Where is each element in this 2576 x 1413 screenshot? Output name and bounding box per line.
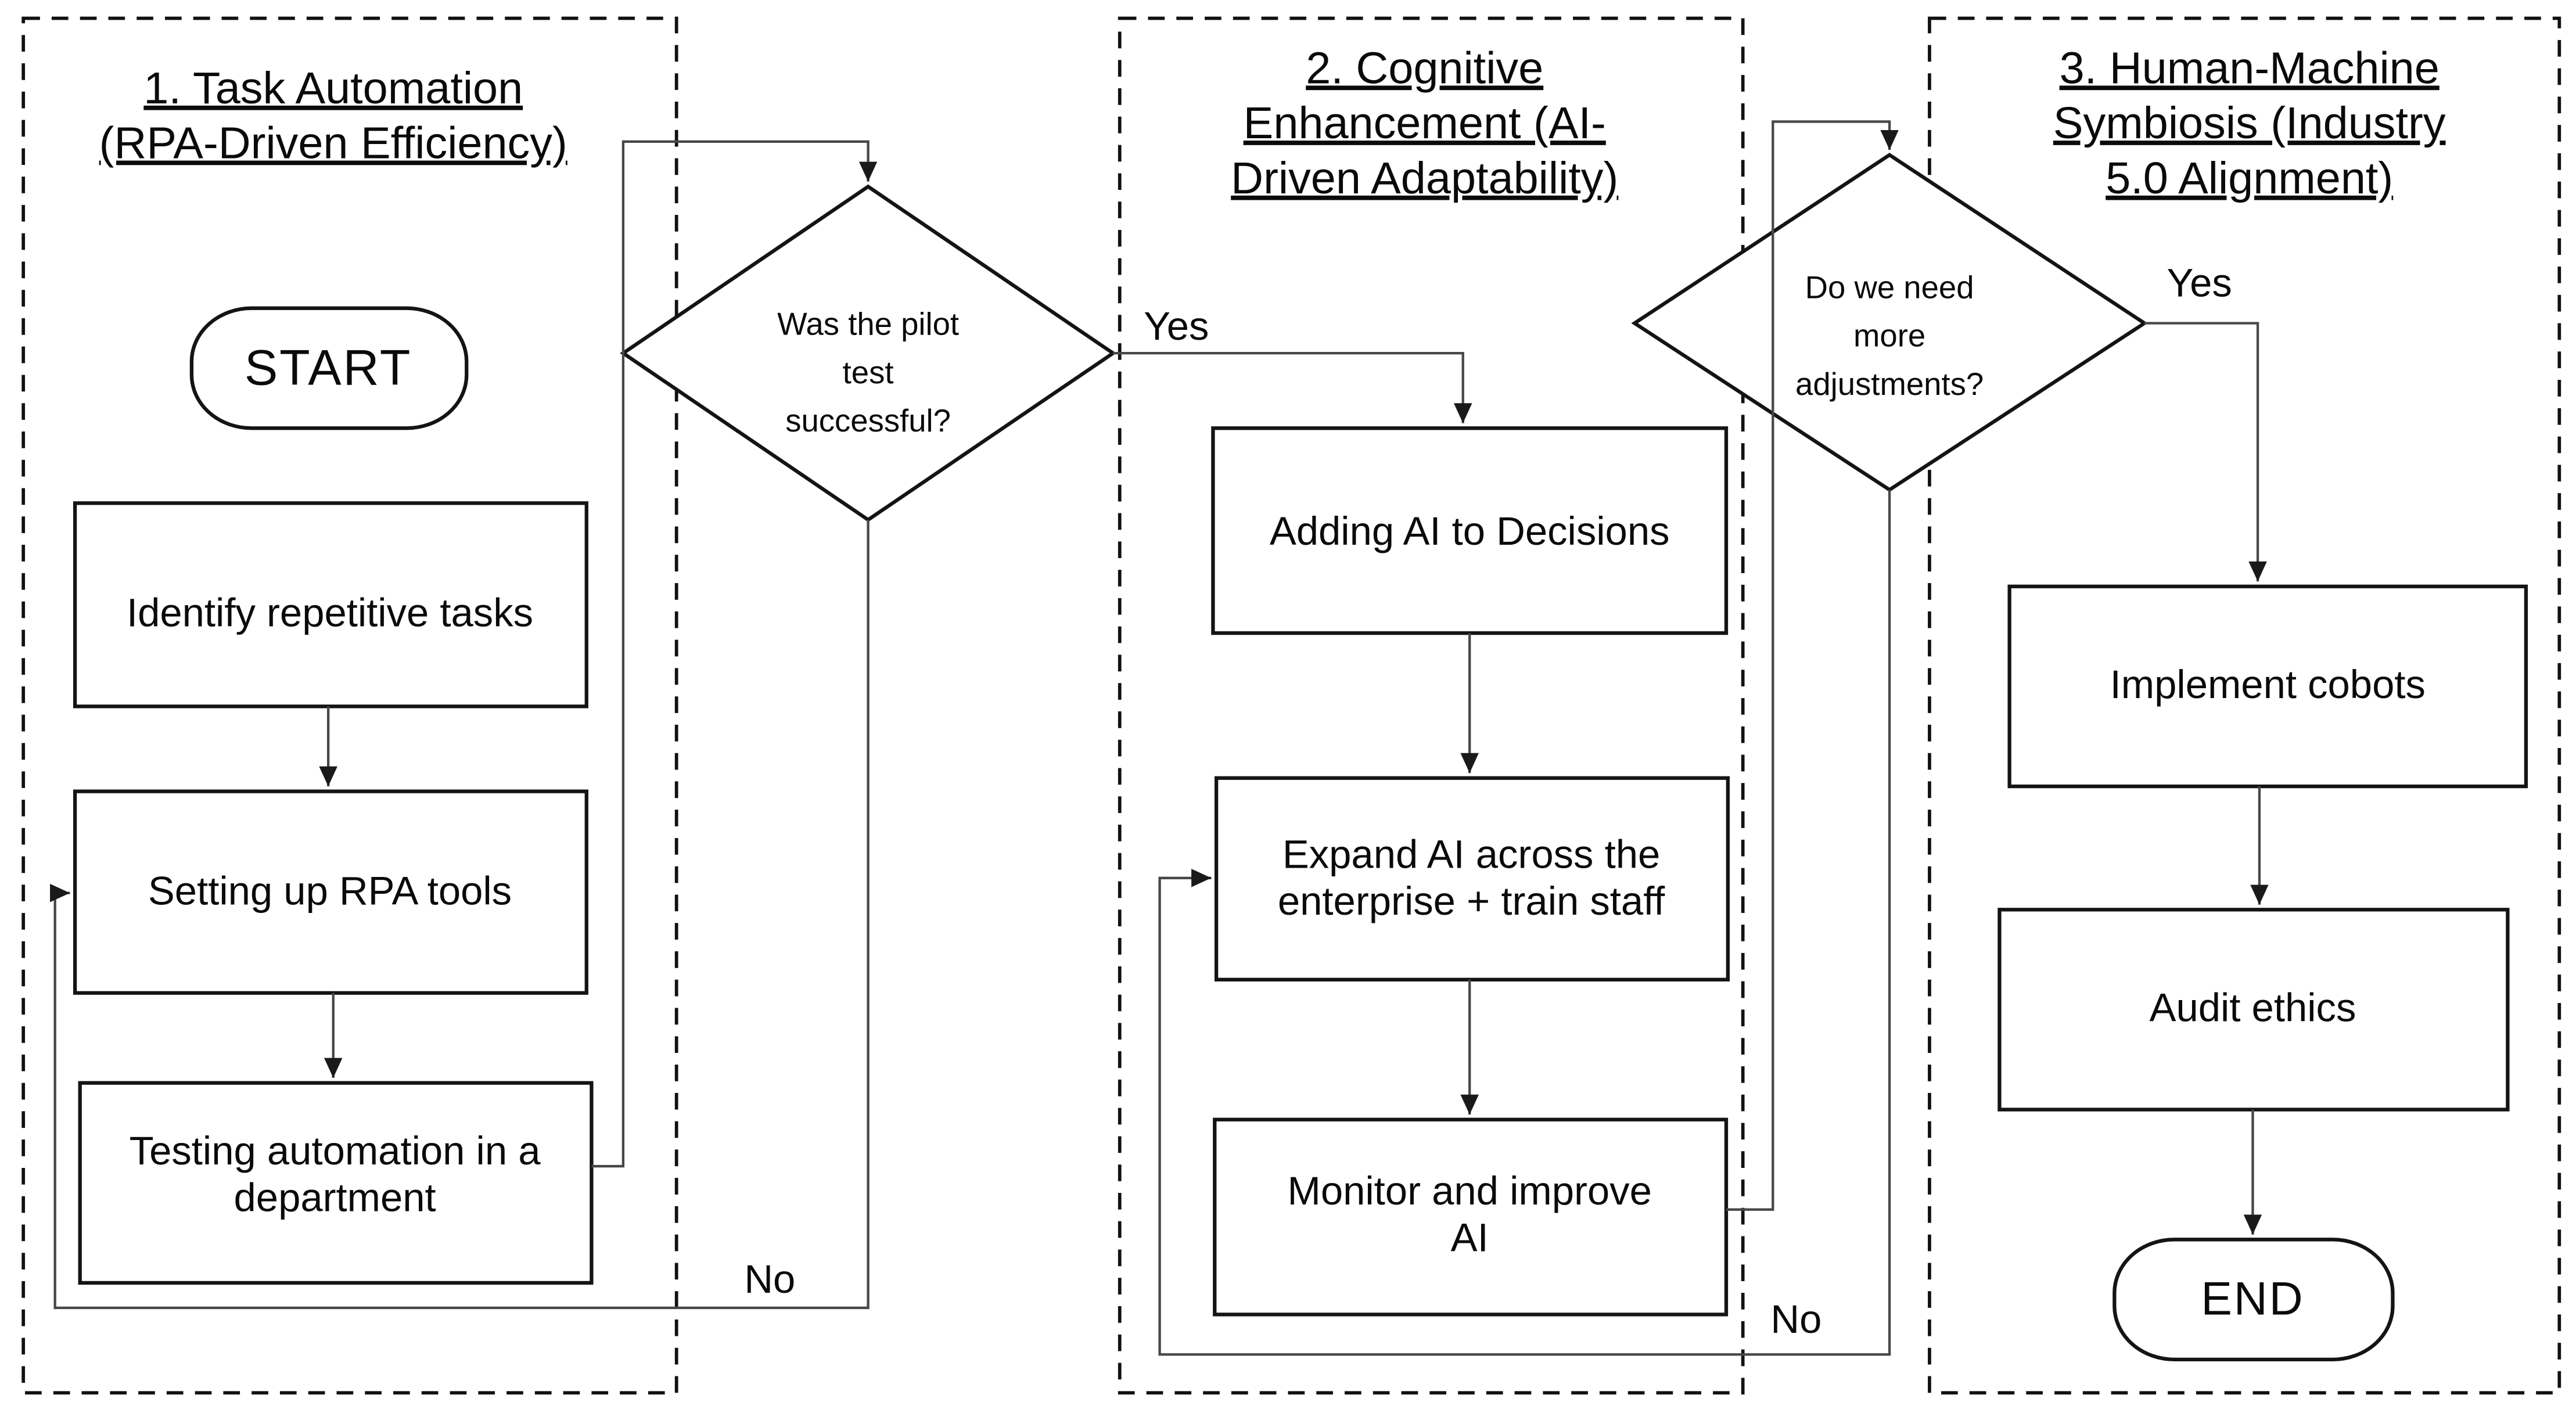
- setup-rpa-label: Setting up RPA tools: [148, 869, 512, 914]
- section-3-title-line-1: 3. Human-Machine: [2060, 43, 2440, 93]
- adding-ai-box: [1211, 426, 1729, 635]
- edge-decision1-yes-to-adding: [1113, 352, 1472, 423]
- testing-automation-label-line-2: department: [234, 1175, 436, 1220]
- edge-decision2-no-loop-to-expand: [1158, 490, 1891, 1356]
- section-2-title: 2. Cognitive Enhancement (AI- Driven Ada…: [1231, 43, 1618, 203]
- pilot-test-decision-diamond: [620, 184, 1116, 522]
- monitor-ai-box: [1213, 1117, 1729, 1317]
- start-node: [189, 306, 469, 430]
- section-2-title-line-3: Driven Adaptability): [1231, 153, 1618, 203]
- end-node: [2112, 1238, 2395, 1361]
- decision1-yes-label: Yes: [1144, 304, 1209, 348]
- expand-ai-label-line-1: Expand AI across the: [1282, 832, 1660, 877]
- adding-ai-label: Adding AI to Decisions: [1270, 509, 1670, 553]
- section-1-title-line-1: 1. Task Automation: [143, 63, 523, 113]
- edge-monitor-to-decision2: [1726, 120, 1899, 1211]
- section-2-title-line-2: Enhancement (AI-: [1244, 98, 1606, 148]
- decision2-no-label: No: [1770, 1297, 1821, 1342]
- adjustments-label-line-2: more: [1853, 318, 1925, 354]
- edge-testing-to-decision1: [591, 140, 878, 1168]
- section-1-title-line-2: (RPA-Driven Efficiency): [99, 118, 567, 168]
- adjustments-label-line-1: Do we need: [1805, 269, 1974, 305]
- audit-ethics-box: [1997, 908, 2510, 1112]
- start-label: START: [245, 340, 412, 396]
- section-2-border: [1118, 16, 1745, 1395]
- decision2-yes-label: Yes: [2167, 261, 2232, 305]
- implement-cobots-box: [2007, 584, 2528, 789]
- audit-ethics-label: Audit ethics: [2150, 986, 2356, 1030]
- identify-tasks-label: Identify repetitive tasks: [127, 591, 533, 635]
- testing-automation-label-line-1: Testing automation in a: [130, 1128, 541, 1173]
- monitor-ai-label-line-1: Monitor and improve: [1287, 1168, 1651, 1213]
- end-label: END: [2201, 1272, 2304, 1325]
- identify-tasks-box: [73, 501, 588, 709]
- setup-rpa-box: [73, 789, 588, 995]
- decision1-no-label: No: [744, 1257, 795, 1301]
- pilot-test-label-line-2: test: [843, 355, 894, 390]
- section-3-title-line-2: Symbiosis (Industry: [2053, 98, 2446, 148]
- section-2-title-line-1: 2. Cognitive: [1306, 43, 1543, 93]
- testing-automation-box: [78, 1081, 594, 1285]
- expand-ai-label-line-2: enterprise + train staff: [1278, 879, 1665, 923]
- monitor-ai-label-line-2: AI: [1451, 1215, 1489, 1260]
- pilot-test-label-line-3: successful?: [785, 403, 951, 438]
- edge-decision2-yes-to-implement: [2144, 322, 2267, 582]
- expand-ai-box: [1214, 776, 1730, 981]
- section-3-border: [1928, 16, 2561, 1395]
- section-3-title-line-3: 5.0 Alignment): [2106, 153, 2393, 203]
- pilot-test-label-line-1: Was the pilot: [777, 307, 959, 342]
- section-1-border: [21, 16, 678, 1395]
- adjustments-label-line-3: adjustments?: [1795, 366, 1984, 402]
- implement-cobots-label: Implement cobots: [2110, 662, 2426, 707]
- section-1-title: 1. Task Automation (RPA-Driven Efficienc…: [99, 63, 567, 168]
- edge-decision1-no-loop-to-setup: [50, 520, 870, 1310]
- section-3-title: 3. Human-Machine Symbiosis (Industry 5.0…: [2053, 43, 2446, 203]
